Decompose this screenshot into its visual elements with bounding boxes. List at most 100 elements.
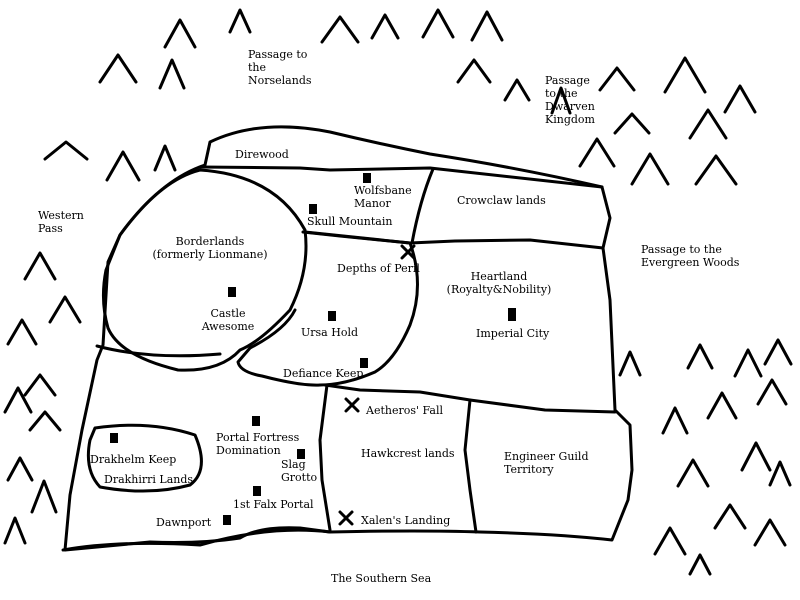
mountain-peak-30 — [30, 479, 58, 514]
mountain-peak-9 — [456, 58, 492, 84]
mountain-peak-23 — [23, 251, 57, 281]
border-hawkcrest-east — [463, 398, 478, 534]
border-direwood-south — [198, 165, 604, 189]
mountain-peak-44 — [653, 526, 687, 556]
mountain-peak-4 — [158, 58, 186, 90]
label-drakhelm-keep: Drakhelm Keep — [90, 453, 177, 466]
label-defiance-keep: Defiance Keep — [283, 367, 364, 380]
mountain-peak-34 — [733, 348, 763, 378]
mountain-peak-40 — [740, 441, 772, 472]
mountain-peak-37 — [756, 378, 788, 406]
castle-awesome-marker — [228, 287, 236, 297]
label-xalens-landing: Xalen's Landing — [361, 514, 451, 527]
cross-depths — [400, 244, 416, 260]
mountain-peak-11 — [550, 86, 572, 115]
label-aetheros-fall: Aetheros' Fall — [366, 404, 443, 417]
mountain-peak-6 — [370, 13, 400, 40]
mountain-peak-2 — [228, 8, 252, 34]
border-crowclaw-south — [408, 238, 605, 250]
mountain-peak-10 — [503, 78, 531, 102]
mountain-range — [3, 8, 793, 576]
mountain-peak-31 — [3, 516, 27, 545]
label-hawkcrest-lands: Hawkcrest lands — [361, 447, 455, 460]
mountain-peak-14 — [613, 112, 651, 135]
dawnport-marker — [223, 515, 231, 525]
cross-xalen — [338, 510, 354, 526]
mountain-peak-36 — [706, 391, 738, 420]
label-castle-awesome: Castle Awesome — [201, 307, 255, 333]
mountain-peak-33 — [686, 343, 714, 370]
mountain-peak-19 — [694, 154, 738, 186]
label-drakhirri-lands: Drakhirri Lands — [104, 473, 194, 486]
mountain-peak-3 — [98, 53, 138, 84]
label-dwarven-kingdom: Passage to the Dwarven Kingdom — [545, 74, 595, 126]
mountain-peak-12 — [598, 66, 636, 92]
mountain-peak-26 — [23, 373, 57, 397]
border-drakhirri — [86, 423, 203, 493]
label-slag-grotto: Slag Grotto — [281, 458, 318, 484]
drakhelm-keep-marker — [110, 433, 118, 443]
label-skull-mountain: Skull Mountain — [307, 215, 393, 228]
label-imperial-city: Imperial City — [476, 327, 550, 340]
cross-aetheros — [344, 397, 360, 413]
border-middle — [323, 383, 617, 414]
mountain-peak-39 — [676, 458, 710, 488]
mountain-peak-24 — [48, 295, 82, 324]
mountain-peak-5 — [320, 15, 360, 44]
label-wolfsbane-manor: Wolfsbane Manor — [354, 184, 412, 210]
label-portal-fortress: Portal Fortress Domination — [216, 431, 300, 457]
label-norselands: Passage to the Norselands — [248, 48, 312, 87]
mountain-peak-1 — [163, 18, 197, 49]
label-southern-sea: The Southern Sea — [331, 572, 432, 585]
label-falx-portal: 1st Falx Portal — [233, 498, 314, 511]
mountain-peak-7 — [421, 8, 455, 39]
mountain-peak-13 — [663, 56, 707, 94]
mountain-peak-28 — [28, 410, 62, 432]
mountain-peak-35 — [763, 338, 793, 366]
border-depths — [236, 230, 419, 387]
battle-sites — [338, 244, 416, 526]
label-ursa-hold: Ursa Hold — [301, 326, 359, 339]
slag-grotto-marker — [297, 449, 305, 459]
ursa-hold-marker — [328, 311, 336, 321]
label-depths-of-peril: Depths of Peril — [337, 262, 420, 275]
label-evergreen-woods: Passage to the Evergreen Woods — [641, 243, 740, 269]
label-direwood: Direwood — [235, 148, 289, 161]
label-western-pass: Western Pass — [38, 209, 84, 235]
mountain-peak-15 — [688, 108, 728, 140]
imperial-city-marker — [508, 308, 516, 321]
label-dawnport: Dawnport — [156, 516, 212, 529]
mountain-peak-42 — [713, 503, 747, 530]
mountain-peak-17 — [578, 137, 616, 168]
mountain-peak-41 — [768, 460, 792, 487]
coastline — [61, 528, 332, 552]
falx-portal-marker — [253, 486, 261, 496]
mountain-peak-38 — [661, 406, 689, 435]
label-heartland: Heartland (Royalty&Nobility) — [446, 270, 552, 296]
border-west-east — [95, 344, 222, 358]
mountain-peak-22 — [153, 144, 177, 172]
wolfsbane-manor-marker — [363, 173, 371, 183]
mountain-peak-45 — [688, 553, 712, 576]
mountain-peak-20 — [43, 140, 89, 161]
portal-fortress-marker — [252, 416, 260, 426]
mountain-peak-29 — [6, 456, 34, 482]
border-north-divider — [410, 167, 435, 245]
label-crowclaw-lands: Crowclaw lands — [457, 194, 546, 207]
skull-mountain-marker — [309, 204, 317, 214]
mountain-peak-32 — [618, 350, 642, 377]
mountain-peak-21 — [105, 150, 141, 182]
border-borderlands — [101, 168, 308, 372]
mountain-peak-16 — [723, 84, 757, 114]
mountain-peak-27 — [3, 386, 33, 414]
mountain-peak-18 — [630, 152, 670, 186]
mountain-peak-25 — [6, 318, 38, 346]
label-borderlands: Borderlands (formerly Lionmane) — [152, 235, 268, 261]
label-engineer-guild: Engineer Guild Territory — [504, 450, 589, 476]
defiance-keep-marker — [360, 358, 368, 368]
mountain-peak-43 — [753, 518, 787, 547]
border-hawkcrest-west — [318, 383, 332, 532]
mountain-peak-8 — [470, 10, 504, 42]
